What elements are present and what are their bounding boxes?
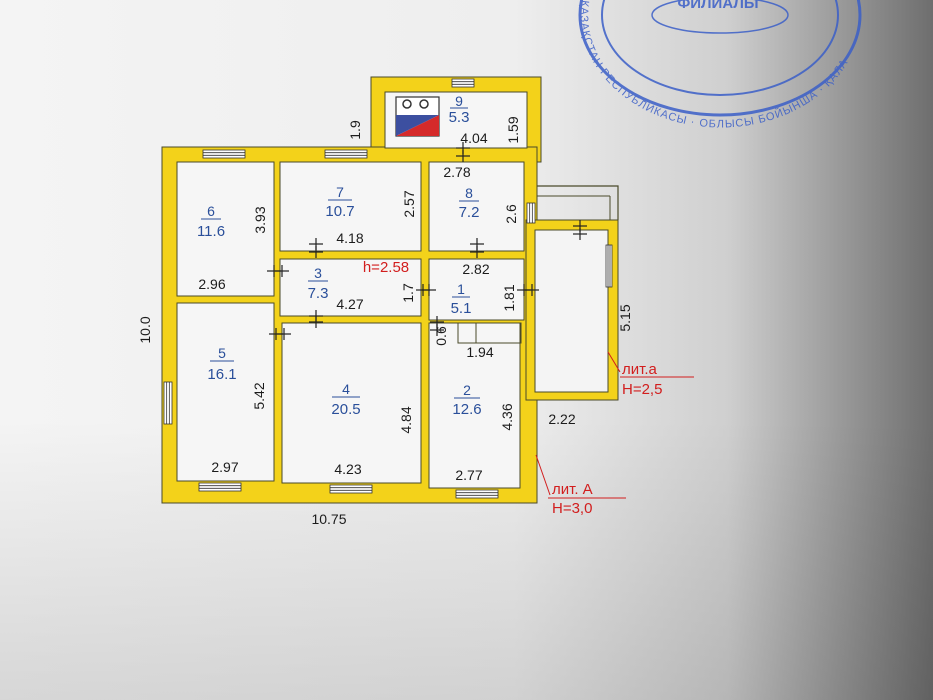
room-9-number: 9: [455, 93, 463, 109]
room-4-number: 4: [342, 381, 350, 397]
window-3: [451, 78, 475, 88]
room-1-number: 1: [457, 281, 465, 297]
dim-r2-height: 4.36: [499, 403, 515, 430]
entrance-step: [457, 322, 522, 344]
dim-r7-width: 4.18: [336, 230, 363, 246]
room-2-area: 12.6: [452, 401, 481, 418]
ceiling-height-label: h=2.58: [363, 259, 409, 276]
window-1: [202, 149, 246, 159]
window-6: [455, 489, 499, 499]
dim-r1-height: 1.81: [501, 284, 517, 311]
room-1-floor: [428, 258, 525, 321]
leader-lit-a-small: [607, 351, 621, 373]
dimension-labels: 4.04 1.59 1.9 2.78 2.6 4.18 2.57 3.93 2.…: [137, 116, 633, 527]
dim-r5-height: 5.42: [251, 382, 267, 409]
h-main-label: H=3,0: [552, 500, 592, 517]
window-9: [605, 244, 613, 288]
dim-r9-height: 1.59: [505, 116, 521, 143]
room-6-area: 11.6: [197, 223, 225, 240]
stamp-top-text: ФИЛИАЛЫ: [677, 0, 758, 12]
room-5-number: 5: [218, 345, 226, 361]
dim-r9-offset: 1.9: [347, 120, 363, 140]
dim-r5-width: 2.97: [211, 459, 238, 475]
stove-icon: [395, 96, 440, 137]
annex-lit-a: [525, 185, 619, 401]
room-5-area: 16.1: [207, 366, 236, 383]
dim-annex-width: 2.22: [548, 411, 575, 427]
dim-r1-width: 2.82: [462, 261, 489, 277]
door-markers: [267, 142, 587, 340]
room-4-floor: [281, 322, 422, 484]
dim-r9-width: 4.04: [460, 130, 487, 146]
room-8-area: 7.2: [459, 204, 480, 221]
window-5: [329, 484, 373, 494]
window-4: [198, 482, 242, 492]
leader-lit-a-main: [535, 454, 551, 496]
dim-step-height: 0.6: [433, 326, 449, 346]
dim-r8-height: 2.6: [503, 204, 519, 224]
room-8-number: 8: [465, 185, 473, 201]
dim-r6-height: 3.93: [252, 206, 268, 233]
room-2-floor: [428, 322, 521, 489]
window-8: [526, 202, 536, 224]
room-9-area: 5.3: [449, 109, 470, 126]
dim-r2-width: 2.77: [455, 467, 482, 483]
h-small-label: H=2,5: [622, 381, 662, 398]
dim-overall-width: 10.75: [311, 511, 346, 527]
dim-r3-width: 4.27: [336, 296, 363, 312]
dim-r4-height: 4.84: [398, 406, 414, 433]
room-7-area: 10.7: [325, 203, 354, 220]
room-6-floor: [176, 161, 275, 297]
annotations: h=2.58 лит.а H=2,5 лит. А H=3,0: [363, 259, 694, 517]
room-7-floor: [279, 161, 422, 252]
dim-annex-height: 5.15: [617, 304, 633, 331]
window-7: [163, 381, 173, 425]
dim-r4-width: 4.23: [334, 461, 361, 477]
lit-a-small-label: лит.а: [622, 361, 658, 378]
room-3-number: 3: [314, 265, 322, 281]
room-labels: 9 5.3 6 11.6 7 10.7 8 7.2 3 7.3 1 5.1 5 …: [197, 93, 482, 418]
window-2: [324, 149, 368, 159]
room-3-floor: [279, 258, 422, 317]
lit-a-main-label: лит. А: [552, 481, 593, 498]
room-1-area: 5.1: [451, 300, 472, 317]
room-6-number: 6: [207, 203, 215, 219]
room-5-floor: [176, 302, 275, 482]
room-2-number: 2: [463, 382, 471, 398]
dim-r8-width: 2.78: [443, 164, 470, 180]
room-4-area: 20.5: [331, 401, 360, 418]
dim-step-width: 1.94: [466, 344, 493, 360]
windows: [163, 78, 613, 499]
dim-overall-height: 10.0: [137, 316, 153, 343]
room-3-area: 7.3: [308, 285, 329, 302]
room-7-number: 7: [336, 184, 344, 200]
room-8-floor: [428, 161, 525, 252]
room-interiors: [176, 91, 528, 489]
dim-r7-height: 2.57: [401, 190, 417, 217]
dim-r6-width: 2.96: [198, 276, 225, 292]
dim-r3-height: 1.7: [400, 283, 416, 303]
